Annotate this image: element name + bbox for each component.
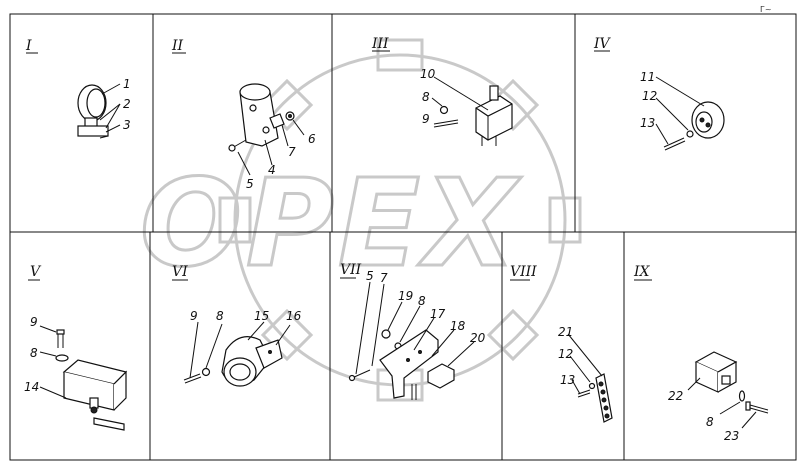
callout-8: 8 (422, 90, 430, 104)
callout-19: 19 (398, 289, 413, 303)
washer-part (588, 382, 596, 390)
washer-part (439, 105, 449, 115)
callout-12: 12 (558, 347, 573, 361)
nut-part (285, 111, 295, 121)
bolt-part (433, 119, 459, 128)
panel-label: VII (340, 262, 362, 278)
panel-IV: IV 11 12 13 (593, 36, 725, 151)
callout-17: 17 (430, 307, 446, 321)
washer-part (201, 367, 211, 377)
panel-label: I (25, 38, 32, 54)
callout-13: 13 (560, 373, 575, 387)
screw-part (228, 139, 247, 152)
washer-part (738, 390, 746, 402)
bolt-part (56, 329, 65, 348)
panel-I: I 1 2 3 (25, 38, 131, 139)
callout-14: 14 (24, 380, 39, 394)
callout-8: 8 (216, 309, 224, 323)
outer-frame (9, 13, 797, 461)
washer-part (55, 354, 69, 362)
callout-6: 6 (308, 132, 316, 146)
connector-block-part (694, 351, 738, 393)
callout-16: 16 (286, 309, 302, 323)
relay-part (475, 85, 513, 146)
mirror-lamp-part (77, 84, 109, 139)
panel-grid (9, 13, 797, 461)
callout-18: 18 (450, 319, 466, 333)
watermark-text: OPEX (140, 155, 522, 294)
callout-7: 7 (380, 271, 388, 285)
callout-7: 7 (288, 145, 296, 159)
callout-20: 20 (470, 331, 486, 345)
callout-23: 23 (724, 429, 739, 443)
bolt-part (183, 373, 202, 384)
panel-label: V (30, 264, 42, 280)
panel-VII: VII 5 7 19 (340, 262, 486, 400)
bolt-part (663, 137, 686, 151)
callout-3: 3 (123, 118, 131, 132)
callout-5: 5 (366, 269, 374, 283)
screw-part (348, 369, 371, 382)
callout-11: 11 (640, 70, 655, 84)
callout-9: 9 (190, 309, 198, 323)
panel-II: II 4 5 6 7 (171, 38, 316, 191)
callout-1: 1 (123, 77, 131, 91)
panel-label: II (171, 38, 184, 54)
panel-label: III (371, 36, 389, 52)
socket-part (691, 101, 725, 139)
callout-22: 22 (668, 389, 683, 403)
washer-part (686, 130, 694, 138)
watermark-gear-teeth (218, 38, 582, 402)
terminal-strip-part (595, 373, 613, 423)
corner-mark: Г~ (760, 5, 772, 14)
callout-13: 13 (640, 116, 655, 130)
callout-12: 12 (642, 89, 657, 103)
panel-VIII: VIII 21 12 13 (510, 264, 613, 423)
plug-part (427, 363, 455, 389)
panel-label: IV (593, 36, 612, 52)
lamp-housing-part (239, 83, 285, 147)
callout-8: 8 (706, 415, 714, 429)
watermark: OPEX (139, 38, 582, 402)
nut-part (381, 329, 402, 350)
bracket-part (379, 329, 439, 400)
callout-8: 8 (30, 346, 38, 360)
callout-9: 9 (30, 315, 38, 329)
panel-V: V 9 8 14 (24, 264, 128, 431)
bolt-part (745, 401, 769, 414)
panel-IX: IX 22 8 23 (633, 264, 769, 443)
callout-10: 10 (420, 67, 436, 81)
callout-4: 4 (268, 163, 276, 177)
callout-9: 9 (422, 112, 430, 126)
panel-label: VI (172, 264, 188, 280)
switch-box-part (62, 359, 128, 431)
panel-label: IX (633, 264, 651, 280)
panel-III: III 10 8 9 (371, 36, 513, 146)
callout-21: 21 (558, 325, 573, 339)
callout-2: 2 (123, 97, 131, 111)
panel-label: VIII (510, 264, 537, 280)
lamp-head-part (221, 336, 283, 387)
callout-8: 8 (418, 294, 426, 308)
panel-VI: VI 9 8 15 16 (172, 264, 302, 387)
callout-5: 5 (246, 177, 254, 191)
callout-15: 15 (254, 309, 269, 323)
